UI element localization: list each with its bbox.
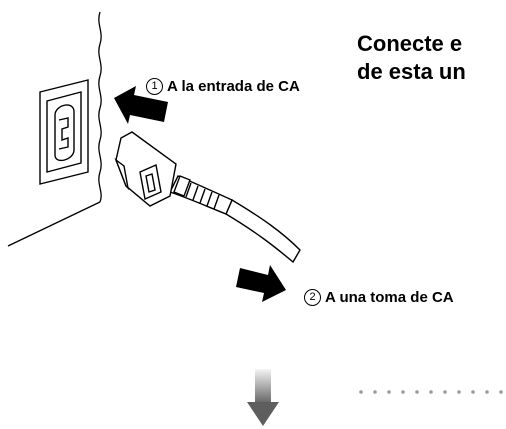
heading-line-1: Conecte e [357, 31, 463, 56]
heading: Conecte e de esta un [357, 30, 506, 86]
step-1-label: 1 A la entrada de CA [146, 78, 300, 95]
step-1-text: A la entrada de CA [167, 78, 300, 95]
arrow-right-down-icon [236, 265, 286, 302]
arrow-left-up-icon [114, 86, 168, 124]
arrow-down-gradient-icon [247, 369, 279, 426]
dotted-leader [359, 390, 503, 394]
step-2-text: A una toma de CA [325, 289, 454, 306]
power-cord-icon [114, 131, 301, 264]
ac-inlet-icon [39, 79, 89, 185]
heading-line-2: de esta un [357, 59, 466, 84]
step-2-label: 2 A una toma de CA [304, 289, 454, 306]
wall-floor-line [7, 201, 101, 247]
step-2-number: 2 [304, 289, 321, 306]
wall-edge [98, 11, 102, 203]
step-1-number: 1 [146, 78, 163, 95]
